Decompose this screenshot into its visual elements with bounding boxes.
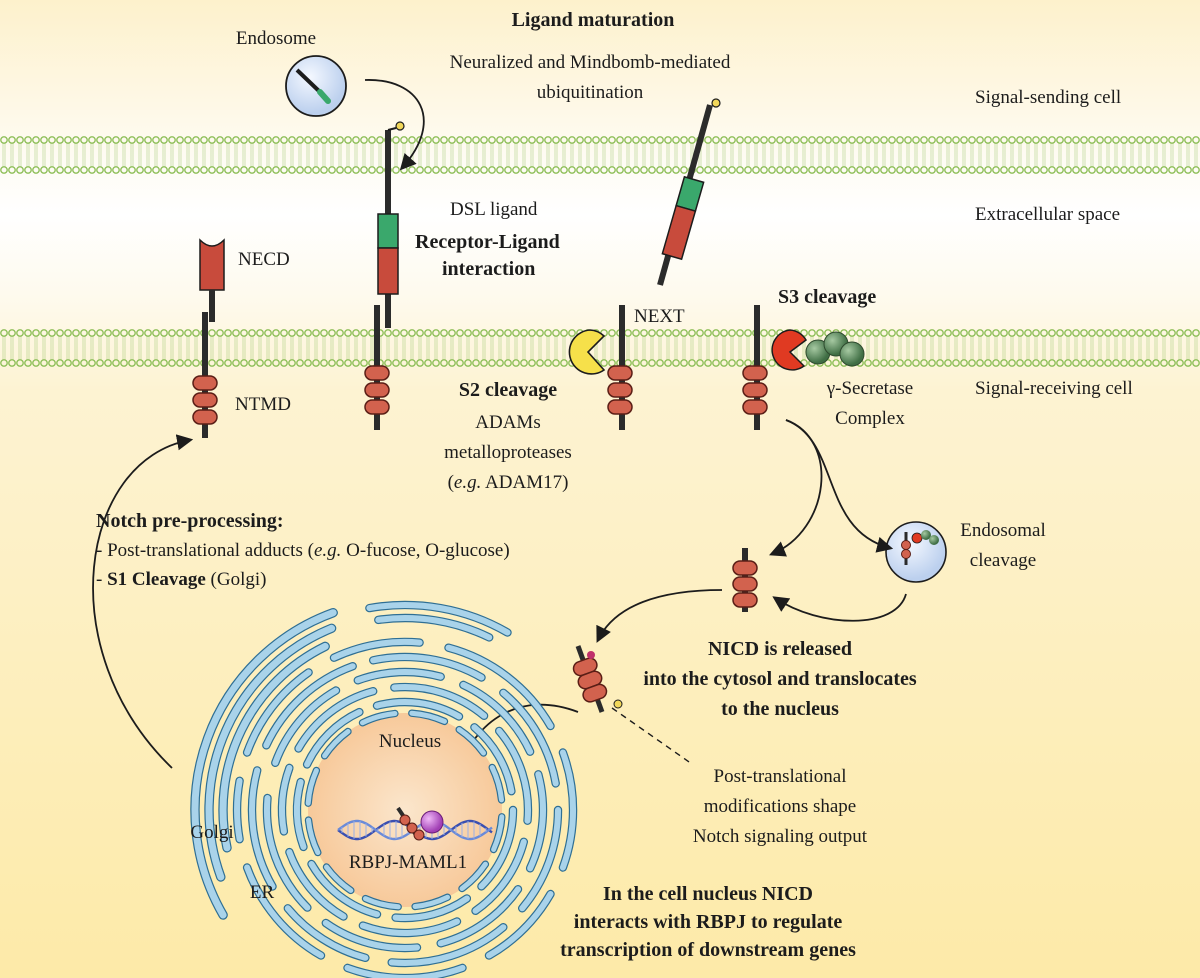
gamma-secretase-complex <box>742 305 865 430</box>
arrow-nicd-to-modified <box>596 589 723 643</box>
nicd-modified <box>570 645 693 765</box>
s3-cleavage-title: S3 cleavage <box>778 286 876 308</box>
necd <box>199 238 225 322</box>
er-label: ER <box>250 882 275 903</box>
necd-label: NECD <box>238 249 290 270</box>
ptm-line2: modifications shape <box>704 796 857 817</box>
next-label: NEXT <box>634 306 685 327</box>
nucleus-label: Nucleus <box>379 731 441 752</box>
endosomal-vesicle <box>885 521 947 583</box>
endosome <box>285 55 347 117</box>
ntmd <box>192 312 218 438</box>
s2-line3: (e.g. ADAM17) <box>448 472 569 493</box>
receiving-cell-membrane <box>0 329 1200 367</box>
sending-cell-membrane <box>0 136 1200 174</box>
nucleus-text-line2: interacts with RBPJ to regulate <box>574 911 843 933</box>
preprocessing-item2: - S1 Cleavage (Golgi) <box>96 569 266 590</box>
nuclear-envelope <box>304 709 506 911</box>
dsl-ligand <box>377 121 405 328</box>
nicd-release-line2: into the cytosol and translocates <box>643 668 917 690</box>
adam-protease <box>568 329 606 375</box>
extracellular-space-label: Extracellular space <box>975 204 1120 225</box>
signal-receiving-cell-label: Signal-receiving cell <box>975 378 1133 399</box>
endosome-arrow <box>364 79 425 171</box>
dsl-ligand-label: DSL ligand <box>450 199 538 220</box>
nicd-released <box>732 548 758 612</box>
ligand-maturation-title: Ligand maturation <box>512 9 675 31</box>
ptm-line3: Notch signaling output <box>693 826 868 847</box>
s2-line1: ADAMs <box>475 412 540 433</box>
nucleus-text-line3: transcription of downstream genes <box>560 939 856 961</box>
signal-sending-cell-label: Signal-sending cell <box>975 87 1121 108</box>
arrow-golgi-to-membrane <box>92 434 194 769</box>
arrow-to-nicd <box>769 419 823 557</box>
nicd-release-line3: to the nucleus <box>721 698 839 720</box>
s3-line1: γ-Secretase <box>826 378 913 399</box>
preprocessing-title: Notch pre-processing: <box>96 510 284 532</box>
next-fragment <box>607 305 633 430</box>
ntmd-label: NTMD <box>235 394 291 415</box>
endocytosed-ligand <box>657 98 721 286</box>
golgi-label: Golgi <box>190 822 233 843</box>
endoplasmic-reticulum <box>232 637 578 978</box>
notch-receptor-bound <box>364 305 390 430</box>
endosomal-cleavage-line1: Endosomal <box>960 520 1046 541</box>
nucleus <box>308 713 502 907</box>
receptor-ligand-line2: interaction <box>442 258 535 280</box>
preprocessing-item1: - Post-translational adducts (e.g. O-fuc… <box>96 540 510 561</box>
nucleus-text-line1: In the cell nucleus NICD <box>603 883 813 905</box>
receptor-ligand-line1: Receptor-Ligand <box>415 231 560 253</box>
ligand-maturation-line1: Neuralized and Mindbomb-mediated <box>450 52 731 73</box>
ptm-line1: Post-translational <box>714 766 847 787</box>
golgi-apparatus <box>190 600 512 920</box>
golgi-er-complex <box>190 600 578 978</box>
nicd-release-line1: NICD is released <box>708 638 852 660</box>
endosome-label: Endosome <box>236 28 316 49</box>
rbpj-maml1-label: RBPJ-MAML1 <box>349 852 467 873</box>
rbpj-maml1-complex <box>396 806 444 841</box>
ligand-maturation-line2: ubiquitination <box>537 82 644 103</box>
s3-line2: Complex <box>835 408 905 429</box>
s2-cleavage-title: S2 cleavage <box>459 379 557 401</box>
s2-line2: metalloproteases <box>444 442 572 463</box>
endosomal-cleavage-line2: cleavage <box>970 550 1036 571</box>
arrow-endosome-to-nicd <box>772 593 907 622</box>
